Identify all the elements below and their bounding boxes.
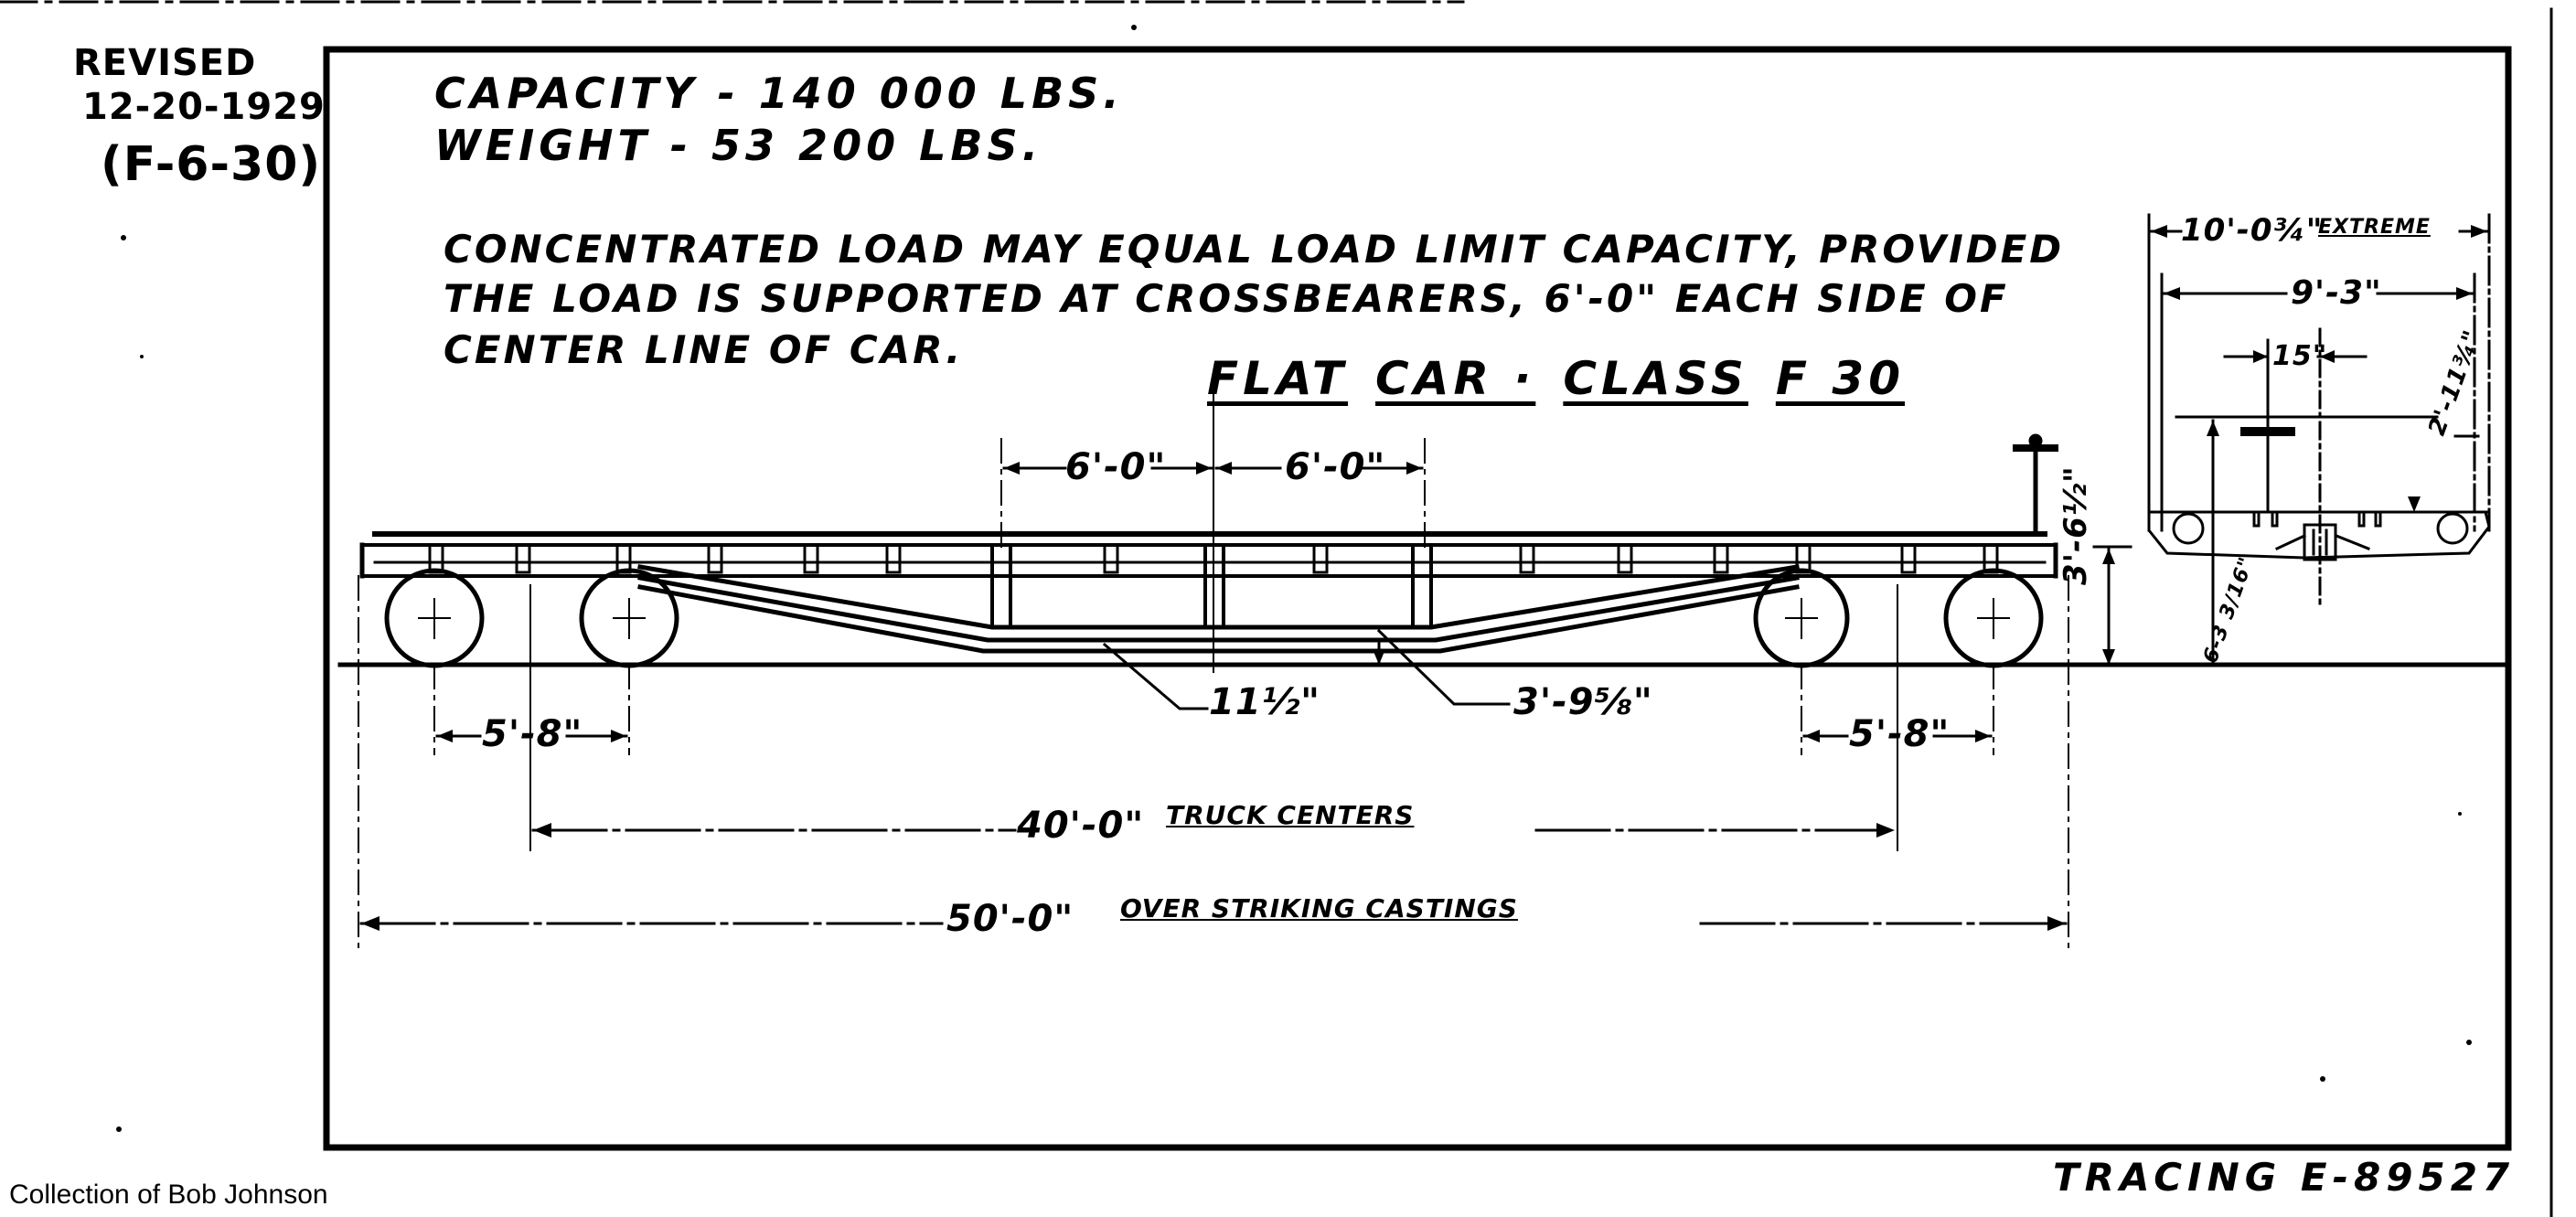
capacity-spec: CAPACITY - 140 000 LBS. — [434, 69, 1124, 118]
brake-staff — [2013, 433, 2058, 537]
center-sill — [637, 564, 1800, 654]
center-sill-height-dim: 3'-9⅝" — [1513, 681, 1653, 723]
weight-spec: WEIGHT - 53 200 LBS. — [434, 121, 1043, 170]
brake-offset-dim: 15" — [2272, 340, 2328, 372]
sill-clearance-dim: 11½" — [1209, 681, 1320, 723]
collection-credit: Collection of Bob Johnson — [9, 1180, 328, 1210]
extreme-width-label: EXTREME — [2318, 216, 2431, 239]
wheelbase-left-dim: 5'-8" — [482, 713, 583, 755]
crossbearer-left-dim: 6'-0" — [1065, 446, 1167, 488]
extreme-width-value: 10'-0¾" — [2181, 212, 2324, 249]
revision-note: REVISED 12-20-1929 — [73, 41, 325, 129]
end-view — [2147, 213, 2491, 667]
title-car: CAR · — [1375, 352, 1536, 405]
revision-label: REVISED — [73, 42, 257, 84]
title-flat: FLAT — [1207, 352, 1349, 405]
over-castings-value: 50'-0" — [946, 898, 1074, 940]
truck-centers-label: TRUCK CENTERS — [1166, 800, 1415, 830]
car-deck — [359, 531, 2058, 629]
truck-centers-value: 40'-0" — [1017, 805, 1145, 847]
load-note-line-2: THE LOAD IS SUPPORTED AT CROSSBEARERS, 6… — [444, 276, 2009, 321]
crossbearer-right-dim: 6'-0" — [1285, 446, 1386, 488]
load-note-line-3: CENTER LINE OF CAR. — [444, 327, 964, 372]
title-class: CLASS — [1563, 352, 1748, 405]
load-note-line-1: CONCENTRATED LOAD MAY EQUAL LOAD LIMIT C… — [444, 227, 2065, 272]
title-class-id: F 30 — [1775, 352, 1905, 405]
tracing-number: TRACING E-89527 — [2053, 1155, 2516, 1200]
revision-reference: (F-6-30) — [101, 137, 322, 192]
drawing-frame — [323, 46, 2512, 1151]
over-castings-label: OVER STRIKING CASTINGS — [1120, 893, 1518, 923]
end-width-dim: 9'-3" — [2291, 274, 2382, 312]
deck-height-dim: 3'-6½" — [2058, 465, 2094, 585]
drawing-title: FLAT CAR · CLASS F 30 — [1207, 352, 1932, 405]
revision-date: 12-20-1929 — [82, 86, 326, 128]
wheelbase-right-dim: 5'-8" — [1849, 713, 1951, 755]
